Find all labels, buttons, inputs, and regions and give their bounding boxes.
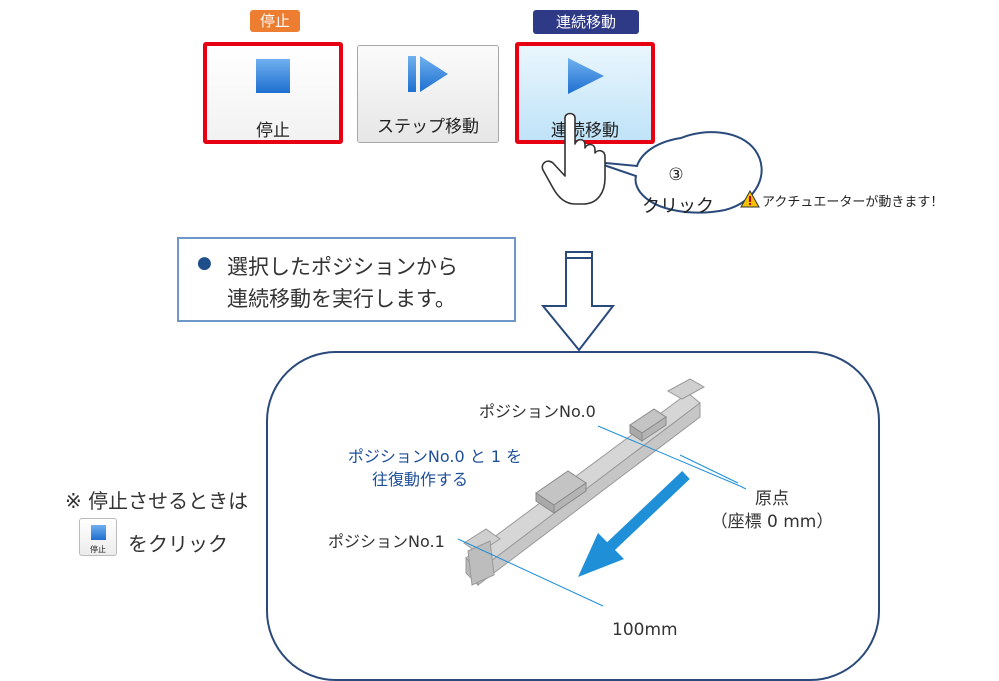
click-callout: [541, 112, 763, 214]
step-forward-icon: [408, 56, 448, 92]
continuous-move-button[interactable]: 連続移動: [515, 42, 655, 144]
diagram-panel: [266, 351, 880, 681]
step-move-button-label: ステップ移動: [377, 117, 479, 137]
motion-arrow: [578, 471, 690, 577]
stop-tag: 停止: [250, 10, 300, 32]
step-number: ③: [668, 165, 684, 185]
explanation-line-2: 連続移動を実行します。: [227, 287, 456, 311]
mini-stop-label: 停止: [90, 545, 106, 554]
stop-note-line-1: ※ 停止させるときは: [65, 489, 249, 513]
slider-position-1: [535, 470, 587, 514]
hand-cursor-icon: [541, 112, 606, 205]
position-0-label: ポジションNo.0: [479, 402, 596, 421]
warning-icon: [740, 190, 760, 208]
down-arrow: [540, 251, 616, 352]
stop-button-label: 停止: [256, 121, 290, 141]
continuous-tag: 連続移動: [533, 10, 639, 34]
step-move-button[interactable]: ステップ移動: [357, 45, 499, 143]
stop-button[interactable]: 停止: [203, 42, 343, 144]
mini-stop-button: 停止: [79, 518, 117, 556]
reciprocate-line-2: 往復動作する: [371, 470, 468, 489]
explanation-line-1: 選択したポジションから: [227, 255, 458, 279]
reciprocate-line-1: ポジションNo.0 と 1 を: [347, 447, 523, 466]
origin-label: 原点: [755, 489, 789, 509]
position-1-label: ポジションNo.1: [328, 532, 445, 551]
stop-note-line-2: をクリック: [128, 532, 228, 556]
caution-text: アクチュエーターが動きます！: [762, 195, 944, 210]
bullet: ●: [197, 253, 212, 273]
actuator-illustration: [457, 378, 747, 607]
origin-coordinate: （座標 0 mm）: [710, 512, 834, 532]
play-icon: [568, 58, 604, 94]
click-label: クリック: [642, 196, 714, 217]
stop-icon: [91, 525, 106, 540]
slider-position-0: [629, 408, 667, 442]
speech-bubble: [594, 131, 763, 214]
stop-icon: [256, 59, 290, 93]
explanation-box: ● 選択したポジションから 連続移動を実行します。: [177, 237, 516, 322]
distance-label: 100mm: [612, 620, 678, 640]
